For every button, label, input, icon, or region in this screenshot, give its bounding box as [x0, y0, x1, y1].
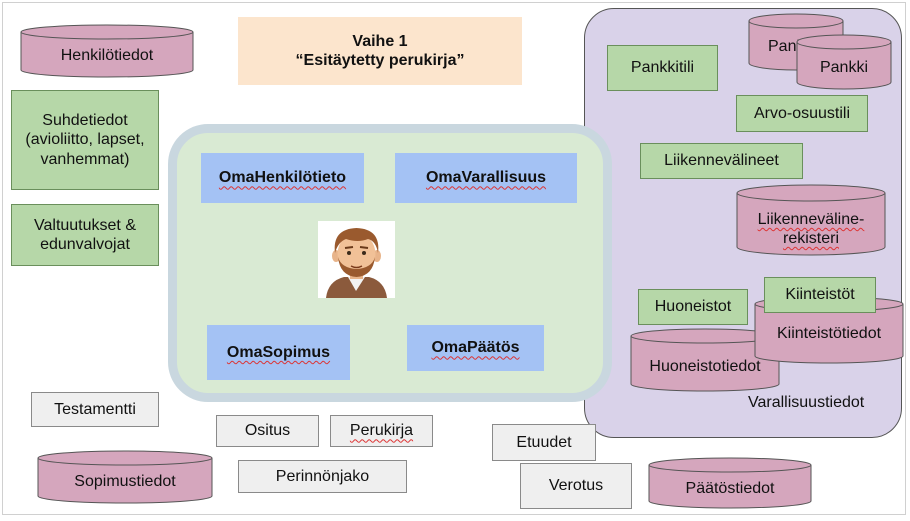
huoneistot-label: Huoneistot: [654, 298, 732, 316]
liikennevalineet-label: Liikennevälineet: [664, 152, 779, 170]
kiinteistot-label: Kiinteistöt: [785, 286, 855, 304]
verotus-label: Verotus: [548, 477, 604, 495]
cylinder-shape: [37, 450, 213, 504]
cylinder-shape: [648, 457, 812, 509]
pankkitili-box: Pankkitili: [607, 45, 718, 91]
ositus-box: Ositus: [216, 415, 319, 447]
valtuutukset-label: Valtuutukset & edunvalvojat: [34, 216, 136, 253]
henkilotiedot-db: Henkilötiedot: [20, 24, 194, 78]
oma-sopimus-box: OmaSopimus: [207, 325, 350, 380]
sopimustiedot-db: Sopimustiedot: [37, 450, 213, 504]
title-line1: Vaihe 1: [352, 32, 408, 50]
cylinder-shape: [630, 328, 780, 392]
person-avatar-icon: [318, 221, 395, 298]
kiinteistotiedot-label: Kiinteistötiedot: [776, 325, 882, 342]
perukirja-label: Perukirja: [349, 422, 414, 440]
oma-varallisuus-label: OmaVarallisuus: [425, 169, 547, 187]
varallisuustiedot-label: Varallisuustiedot: [748, 394, 865, 411]
oma-paatos-box: OmaPäätös: [407, 325, 544, 371]
huoneistotiedot-db: Huoneistotiedot: [630, 328, 780, 392]
testamentti-box: Testamentti: [31, 392, 159, 427]
paatostiedot-db: Päätöstiedot: [648, 457, 812, 509]
pankkitili-label: Pankkitili: [630, 59, 695, 77]
liikennevalineet-box: Liikennevälineet: [640, 143, 803, 179]
ositus-label: Ositus: [244, 422, 291, 440]
perinnonjako-box: Perinnönjako: [238, 460, 407, 493]
suhdetiedot-label: Suhdetiedot (avioliitto, lapset, vanhemm…: [25, 112, 145, 168]
liikennevalinerekisteri-label: Liikenneväline-rekisteri: [736, 210, 886, 248]
sopimustiedot-label: Sopimustiedot: [74, 473, 176, 490]
cylinder-shape: [20, 24, 194, 78]
verotus-box: Verotus: [520, 463, 632, 509]
etuudet-label: Etuudet: [516, 433, 572, 451]
oma-sopimus-label: OmaSopimus: [226, 343, 331, 361]
liikennevalinerekisteri-text: Liikenneväline-rekisteri: [757, 211, 865, 248]
oma-henkilotieto-box: OmaHenkilötieto: [201, 153, 364, 203]
huoneistot-box: Huoneistot: [638, 289, 748, 325]
huoneistotiedot-label: Huoneistotiedot: [649, 358, 761, 375]
perukirja-box: Perukirja: [330, 415, 433, 447]
kiinteistot-box: Kiinteistöt: [764, 277, 876, 313]
paatostiedot-label: Päätöstiedot: [685, 480, 775, 497]
title-line2: “Esitäytetty perukirja”: [295, 52, 465, 69]
cylinder-shape: [796, 34, 892, 90]
oma-varallisuus-box: OmaVarallisuus: [395, 153, 577, 203]
oma-henkilotieto-label: OmaHenkilötieto: [218, 169, 347, 187]
frame-border: [2, 2, 906, 515]
perinnonjako-label: Perinnönjako: [275, 467, 370, 485]
avatar-drawing: [326, 228, 387, 298]
arvo-osuustili-label: Arvo-osuustili: [753, 104, 851, 122]
pankki-front-db: Pankki: [796, 34, 892, 90]
cylinder-shape: [736, 184, 886, 256]
oma-paatos-label: OmaPäätös: [431, 339, 520, 357]
suhdetiedot-box: Suhdetiedot (avioliitto, lapset, vanhemm…: [11, 90, 159, 190]
valtuutukset-box: Valtuutukset & edunvalvojat: [11, 204, 159, 266]
testamentti-label: Testamentti: [54, 400, 136, 418]
henkilotiedot-label: Henkilötiedot: [60, 47, 154, 64]
title-box: Vaihe 1 “Esitäytetty perukirja”: [238, 17, 522, 85]
pankki-front-label: Pankki: [819, 59, 869, 76]
liikennevalinerekisteri-db: Liikenneväline-rekisteri: [736, 184, 886, 256]
arvo-osuustili-box: Arvo-osuustili: [736, 95, 868, 132]
etuudet-box: Etuudet: [492, 424, 596, 461]
